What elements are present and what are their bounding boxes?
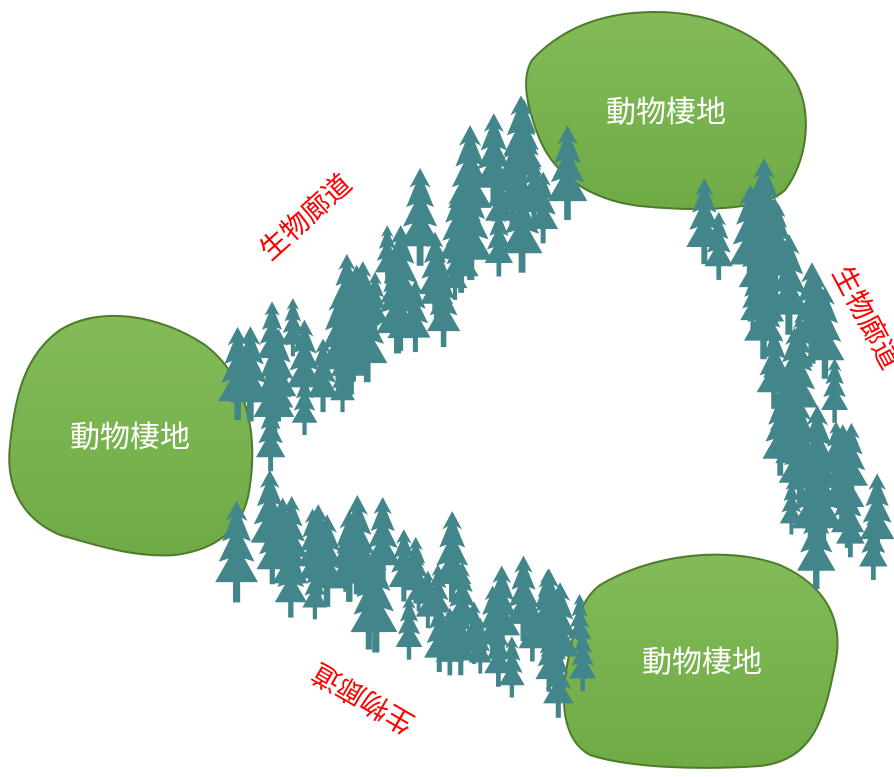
conifer-tree-icon [501,175,543,273]
habitat-label-left: 動物棲地 [70,420,190,455]
conifer-tree-icon [256,509,289,585]
conifer-tree-icon [767,233,811,335]
conifer-tree-icon [291,374,318,435]
habitat-blob [563,553,839,769]
conifer-tree-icon [547,125,588,220]
conifer-tree-icon [330,510,369,602]
conifer-tree-icon [528,171,559,244]
conifer-tree-icon [484,619,513,687]
conifer-tree-icon [274,541,307,618]
corridor-label-bottom: 生物廊道 [306,656,420,741]
conifer-tree-icon [743,266,784,360]
habitat-blob [8,314,254,557]
tree-corridors [215,95,894,718]
conifer-tree-icon [762,390,799,476]
conifer-tree-icon [230,326,271,422]
habitat-top-right [525,10,807,210]
conifer-tree-icon [406,554,431,612]
conifer-tree-icon [442,240,468,300]
conifer-tree-icon [435,607,465,676]
conifer-tree-icon [280,298,306,357]
conifer-tree-icon [400,280,431,353]
conifer-tree-icon [484,208,514,277]
conifer-tree-icon [836,489,865,558]
conifer-tree-icon [797,497,836,590]
conifer-tree-icon [399,168,441,266]
conifer-tree-icon [354,549,398,653]
conifer-tree-icon [426,267,461,347]
conifer-tree-icon [805,286,845,379]
habitat-label-bottom-right: 動物棲地 [642,645,762,680]
conifer-tree-icon [740,273,765,332]
conifer-tree-icon [415,570,440,629]
conifer-tree-icon [686,178,723,265]
conifer-tree-icon [519,156,549,226]
conifer-tree-icon [569,627,597,692]
conifer-tree-icon [518,595,547,662]
conifer-tree-icon [778,400,823,504]
conifer-tree-icon [468,617,492,674]
conifer-tree-icon [218,326,258,420]
conifer-tree-icon [307,338,339,413]
conifer-tree-icon [302,559,328,620]
conifer-tree-icon [859,512,888,581]
conifer-tree-icon [255,401,286,472]
habitat-label-top-right: 動物棲地 [606,95,726,130]
conifer-tree-icon [543,645,574,718]
conifer-tree-icon [424,599,455,673]
conifer-tree-icon [395,596,423,660]
conifer-tree-icon [756,325,792,409]
conifer-tree-icon [821,358,849,423]
conifer-tree-icon [376,251,419,354]
habitat-bottom-right [563,553,839,769]
conifer-tree-icon [307,514,347,607]
conifer-tree-icon [433,511,472,603]
conifer-tree-icon [499,636,525,698]
conifer-tree-icon [388,529,420,602]
conifer-tree-icon [779,478,804,535]
habitat-blob [525,10,807,210]
conifer-tree-icon [215,500,258,603]
conifer-tree-icon [445,601,477,676]
conifer-tree-icon [704,211,734,280]
habitat-left [8,314,254,557]
conifer-tree-icon [330,352,355,413]
corridor-label-upper-left: 生物廊道 [253,167,358,266]
